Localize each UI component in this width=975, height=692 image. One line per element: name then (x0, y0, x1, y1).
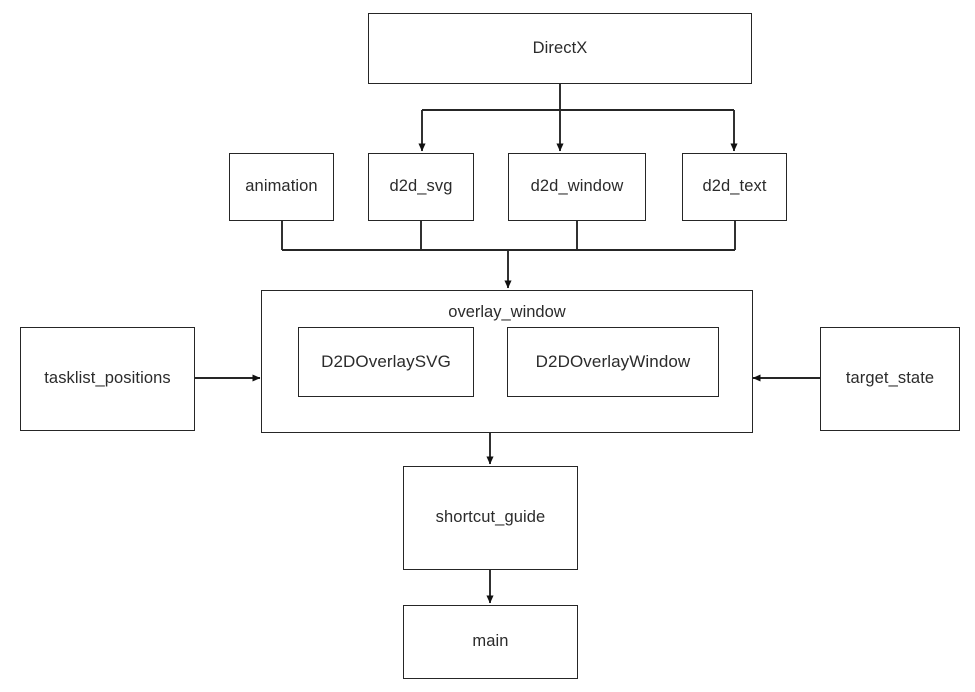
node-animation-label: animation (245, 177, 318, 196)
node-d2doverlaysvg-label: D2DOverlaySVG (321, 351, 451, 371)
node-d2d-window[interactable]: d2d_window (508, 153, 646, 221)
node-overlay-window-group[interactable]: overlay_window D2DOverlaySVG D2DOverlayW… (261, 290, 753, 433)
node-main-label: main (472, 632, 509, 651)
node-target-state[interactable]: target_state (820, 327, 960, 431)
node-directx[interactable]: DirectX (368, 13, 752, 84)
node-animation[interactable]: animation (229, 153, 334, 221)
node-d2doverlaywindow[interactable]: D2DOverlayWindow (507, 327, 719, 397)
node-target-state-label: target_state (845, 369, 935, 388)
node-tasklist-positions-label: tasklist_positions (44, 369, 171, 388)
node-d2d-text-label: d2d_text (702, 177, 767, 196)
node-d2d-svg-label: d2d_svg (389, 177, 453, 196)
node-d2d-window-label: d2d_window (530, 177, 624, 196)
node-overlay-window-label: overlay_window (448, 303, 566, 321)
node-d2d-text[interactable]: d2d_text (682, 153, 787, 221)
node-shortcut-guide-label: shortcut_guide (435, 508, 546, 527)
node-shortcut-guide[interactable]: shortcut_guide (403, 466, 578, 570)
node-d2d-svg[interactable]: d2d_svg (368, 153, 474, 221)
node-main[interactable]: main (403, 605, 578, 679)
node-tasklist-positions[interactable]: tasklist_positions (20, 327, 195, 431)
node-d2doverlaywindow-label: D2DOverlayWindow (535, 351, 691, 371)
node-directx-label: DirectX (532, 38, 588, 57)
node-d2doverlaysvg[interactable]: D2DOverlaySVG (298, 327, 474, 397)
